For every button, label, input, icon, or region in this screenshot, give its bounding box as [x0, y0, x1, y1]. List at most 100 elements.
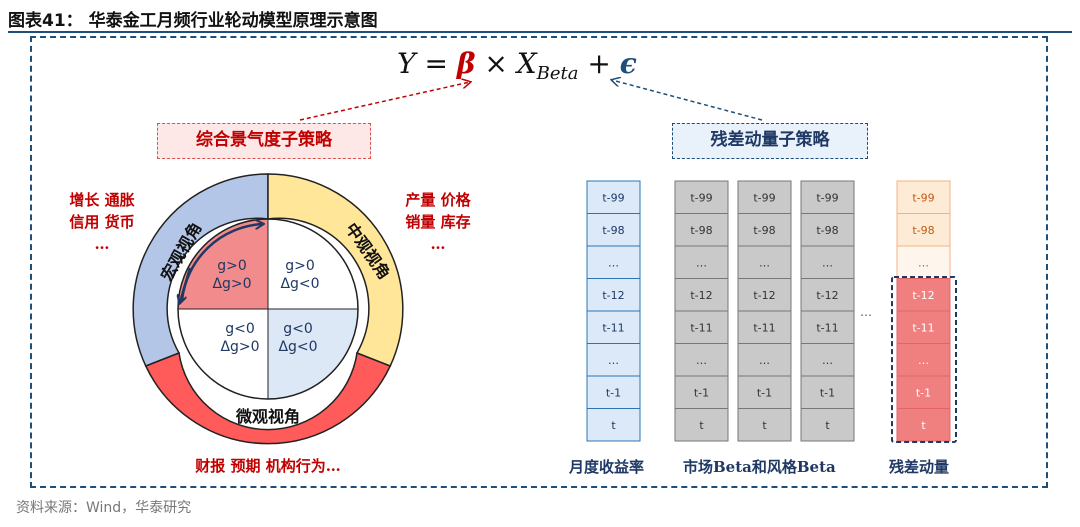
grid-cell: [800, 245, 855, 279]
grid-cell: [800, 310, 855, 344]
col-label-returns: 月度收益率: [569, 458, 645, 476]
quadrant-1-line2: Δg>0: [212, 276, 251, 292]
quadrant-1-line1: g>0: [217, 258, 247, 274]
column-residual: t-99t-98…t-12t-11…t-1t: [896, 180, 951, 442]
grid-cell: [800, 278, 855, 312]
grid-cell-label: t-12: [753, 289, 775, 302]
grid-cell-label: t-12: [816, 289, 838, 302]
grid-cell-label: t-99: [690, 191, 712, 204]
grid-cell-label: t-98: [602, 224, 624, 237]
grid-cell: [896, 310, 951, 344]
quadrant-circle: [177, 218, 359, 400]
grid-cell: [586, 310, 641, 344]
figure-title: 图表41： 华泰金工月频行业轮动模型原理示意图: [8, 11, 378, 31]
grid-cell-label: t-11: [602, 321, 624, 334]
grid-cell: [586, 245, 641, 279]
grid-cell: [586, 408, 641, 442]
ring-label-micro: 微观视角: [235, 407, 300, 426]
grid-cell-label: t-99: [816, 191, 838, 204]
macro-factor-line: 信用 货币: [69, 213, 135, 231]
grid-cell-label: t: [611, 419, 616, 432]
column-beta-2: t-99t-98…t-12t-11…t-1t: [737, 180, 792, 442]
grid-cell: [896, 213, 951, 247]
grid-cell: [800, 375, 855, 409]
col-label-residual: 残差动量: [889, 458, 950, 476]
grid-cell-label: t-98: [690, 224, 712, 237]
grid-cell: [896, 278, 951, 312]
grid-cell-label: …: [696, 354, 707, 367]
grid-cell-label: t-1: [916, 386, 931, 399]
grid-cell-label: t-11: [690, 321, 712, 334]
meso-factor-line: …: [430, 235, 446, 253]
meso-factors: 产量 价格 销量 库存 …: [388, 189, 488, 255]
grid-cell-label: t-98: [912, 224, 934, 237]
quadrant-3-line2: Δg>0: [220, 339, 259, 355]
grid-cell: [586, 213, 641, 247]
macro-factor-line: …: [94, 235, 110, 253]
grid-cell-label: t-11: [912, 321, 934, 334]
grid-cell-label: …: [822, 354, 833, 367]
grid-cell: [737, 213, 792, 247]
grid-cell: [674, 408, 729, 442]
label-composite-prosperity: 综合景气度子策略: [157, 123, 371, 159]
grid-cell-label: t-12: [912, 289, 934, 302]
perspective-ring: [132, 173, 404, 445]
residual-momentum-grid: t-99 t-98 … t-12 t-11 … t-1 t t-99 t-98 … t-12 t-11…: [586, 180, 957, 443]
grid-cell-label: t-11: [753, 321, 775, 334]
column-returns: t-99 t-98 … t-12 t-11 … t-1 t: [586, 180, 641, 442]
grid-cell-label: …: [608, 256, 619, 269]
col-label-factors: 市场Beta和风格Beta: [683, 458, 836, 476]
grid-cell: [800, 180, 855, 214]
grid-cell: [586, 375, 641, 409]
label-residual-momentum: 残差动量子策略: [672, 123, 868, 159]
quadrant-2-line2: Δg<0: [280, 276, 319, 292]
arrow-left-to-beta: [299, 82, 470, 121]
grid-cell-label: …: [759, 256, 770, 269]
grid-cell-label: …: [759, 354, 770, 367]
grid-cell: [800, 408, 855, 442]
grid-cell-label: t-12: [602, 289, 624, 302]
grid-cell-label: …: [918, 354, 929, 367]
grid-cell-label: …: [696, 256, 707, 269]
grid-cell: [674, 180, 729, 214]
quadrant-2-line1: g>0: [285, 258, 315, 274]
grid-cell: [674, 245, 729, 279]
source-note: 资料来源：Wind，华泰研究: [16, 500, 192, 516]
grid-cell-label: t-1: [694, 386, 709, 399]
grid-cell-label: t-99: [912, 191, 934, 204]
grid-cell: [896, 408, 951, 442]
diagram-frame: [30, 36, 1048, 488]
grid-cell: [737, 343, 792, 377]
meso-factor-line: 产量 价格: [405, 191, 471, 209]
grid-cell: [674, 278, 729, 312]
macro-factors: 增长 通胀 信用 货币 …: [52, 189, 152, 255]
grid-cell-label: t-12: [690, 289, 712, 302]
formula-x: X: [515, 47, 538, 80]
grid-cell-label: …: [608, 354, 619, 367]
formula: Y = β × XBeta + ϵ: [397, 47, 637, 84]
column-beta-1: t-99t-98…t-12t-11…t-1t: [674, 180, 729, 442]
title-rule: [8, 31, 1072, 33]
grid-cell: [896, 180, 951, 214]
formula-epsilon: ϵ: [620, 47, 637, 80]
micro-factors: 财报 预期 机构行为…: [195, 457, 341, 475]
grid-cell: [586, 180, 641, 214]
meso-factor-line: 销量 库存: [405, 213, 471, 231]
residual-highlight-box: [891, 276, 957, 443]
grid-cell-label: t-99: [753, 191, 775, 204]
grid-ellipsis: …: [860, 305, 872, 319]
grid-cell-label: t: [825, 419, 830, 432]
grid-cell-label: t-99: [602, 191, 624, 204]
grid-cell: [586, 343, 641, 377]
quadrant-4-line1: g<0: [283, 321, 313, 337]
grid-cell: [800, 213, 855, 247]
grid-cell-label: …: [822, 256, 833, 269]
grid-cell-label: t: [921, 419, 926, 432]
grid-cell-label: t: [762, 419, 767, 432]
quadrant-3-line1: g<0: [225, 321, 255, 337]
formula-y: Y: [397, 47, 418, 80]
grid-cell-label: t-1: [606, 386, 621, 399]
grid-cell: [896, 343, 951, 377]
grid-cell-label: t-1: [757, 386, 772, 399]
